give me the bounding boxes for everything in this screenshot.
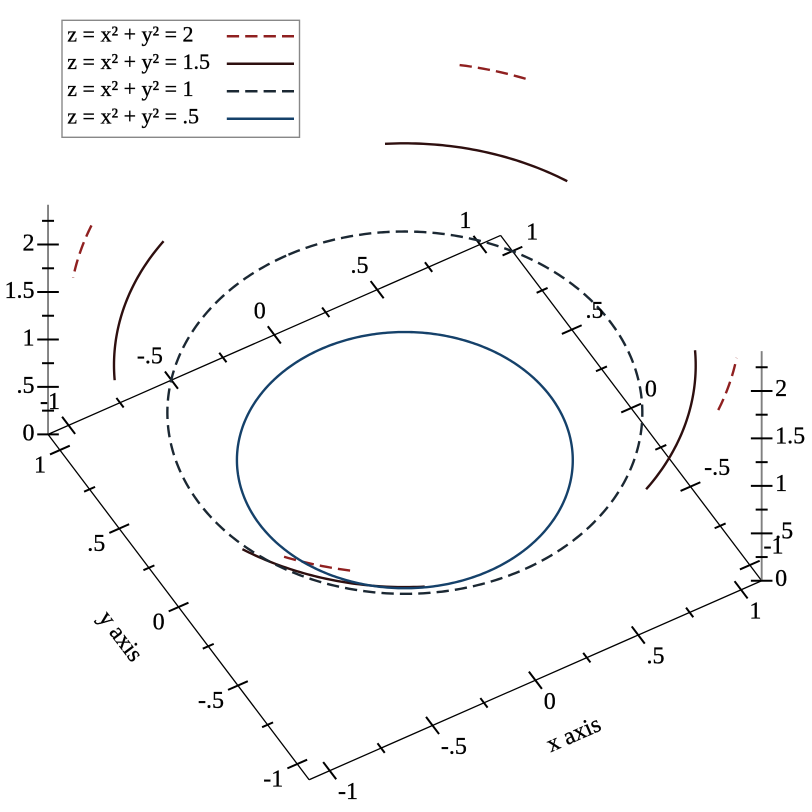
svg-text:1: 1 — [526, 220, 538, 246]
svg-text:-1: -1 — [40, 389, 60, 415]
svg-text:1: 1 — [749, 598, 761, 624]
svg-text:2: 2 — [23, 231, 35, 257]
svg-text:1: 1 — [23, 325, 35, 351]
svg-text:0: 0 — [254, 298, 266, 324]
svg-text:0: 0 — [23, 420, 35, 446]
svg-text:.5: .5 — [351, 253, 369, 279]
svg-text:z = x² + y² = .5: z = x² + y² = .5 — [67, 104, 199, 129]
svg-text:1: 1 — [34, 452, 46, 478]
svg-text:.5: .5 — [647, 644, 665, 670]
svg-text:2: 2 — [775, 376, 787, 402]
svg-text:-1: -1 — [263, 766, 283, 792]
svg-text:-1: -1 — [338, 779, 358, 805]
svg-text:.5: .5 — [87, 531, 105, 557]
svg-text:1: 1 — [775, 471, 787, 497]
svg-text:1.5: 1.5 — [5, 278, 35, 304]
svg-text:1: 1 — [459, 208, 471, 234]
svg-text:-.5: -.5 — [137, 344, 163, 370]
svg-text:z = x² + y² = 1: z = x² + y² = 1 — [67, 76, 193, 101]
svg-text:-.5: -.5 — [198, 688, 224, 714]
svg-text:0: 0 — [645, 377, 657, 403]
svg-text:.5: .5 — [775, 518, 793, 544]
svg-text:0: 0 — [544, 689, 556, 715]
svg-text:0: 0 — [153, 609, 165, 635]
svg-text:z = x² + y² = 1.5: z = x² + y² = 1.5 — [67, 49, 210, 74]
svg-text:z = x² + y² = 2: z = x² + y² = 2 — [67, 21, 193, 46]
svg-text:.5: .5 — [585, 298, 603, 324]
svg-text:0: 0 — [775, 566, 787, 592]
svg-text:-.5: -.5 — [704, 455, 730, 481]
svg-text:-.5: -.5 — [441, 734, 467, 760]
svg-text:.5: .5 — [17, 373, 35, 399]
svg-text:1.5: 1.5 — [775, 423, 805, 449]
svg-text:-1: -1 — [764, 533, 784, 559]
